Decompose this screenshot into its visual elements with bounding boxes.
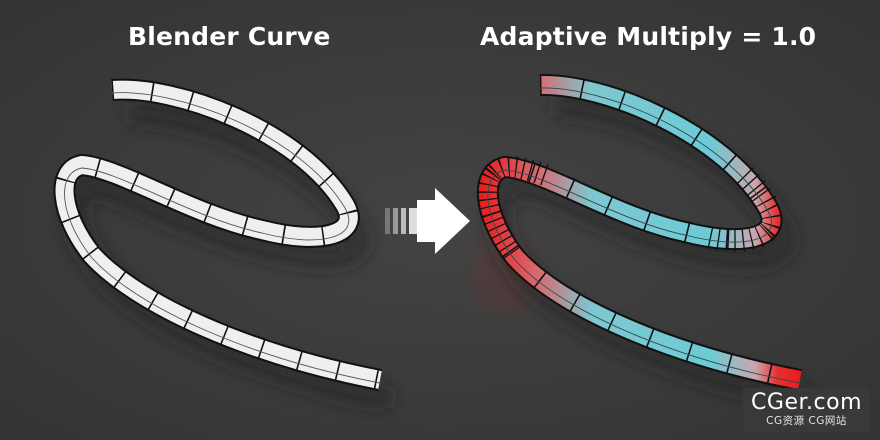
right-arrow-icon [385,188,470,254]
watermark: CGer.com CG资源 CG网站 [743,388,870,432]
watermark-sub: CG资源 CG网站 [766,415,847,427]
plain-curve-group [53,78,393,410]
right-title: Adaptive Multiply = 1.0 [480,22,817,51]
adaptive-curve-group [473,73,813,410]
left-title: Blender Curve [128,22,331,51]
watermark-main: CGer.com [751,390,862,415]
